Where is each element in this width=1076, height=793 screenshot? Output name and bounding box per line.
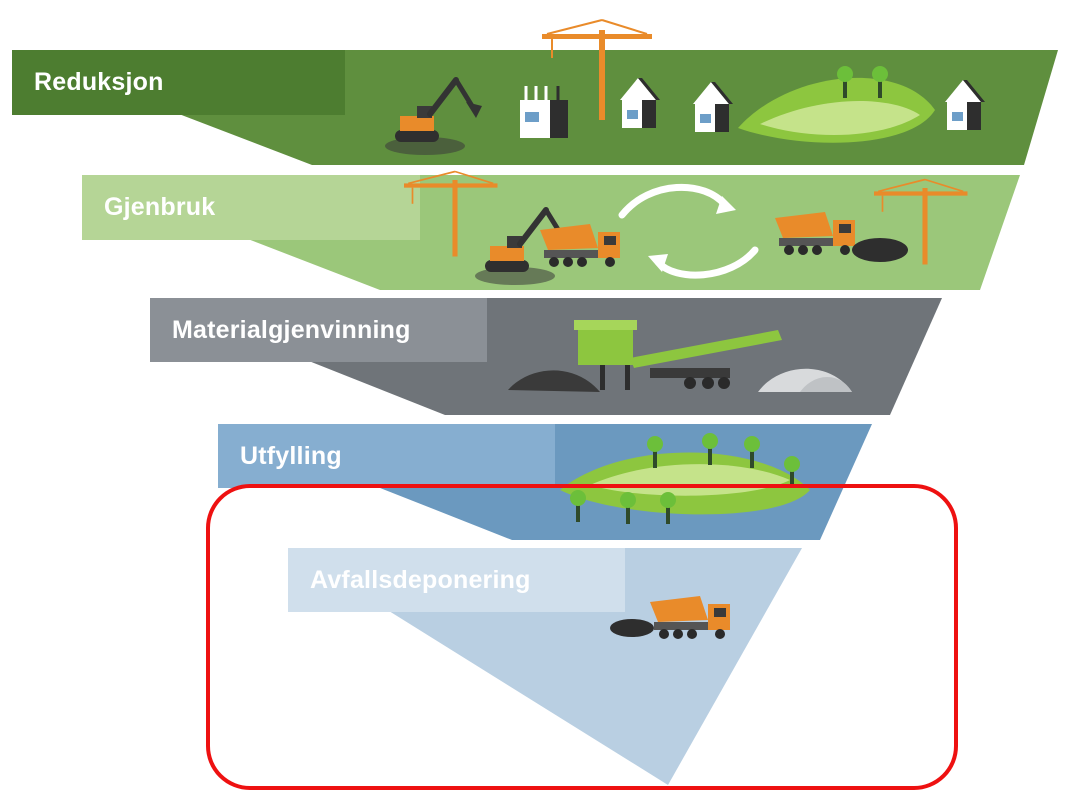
highlight-frame [206,484,958,790]
tier-label-text: Avfallsdeponering [310,565,531,594]
tier-label-shape-reduksjon [12,50,345,115]
materialgjenvinning-scene [508,320,852,392]
tier-label-shape-utfylling [218,424,555,488]
reduksjon-scene [385,19,985,155]
gjenbruk-scene [403,170,969,286]
tier-label-text: Gjenbruk [104,193,216,221]
material-pile-icon [508,370,600,392]
tier-label-text: Utfylling [240,441,342,470]
tier-label-shape-materialgjenvinning [150,298,487,362]
building-frame-icon [520,86,568,138]
recycle-arrows-icon [618,183,729,219]
avfallsdeponering-scene [610,596,730,639]
tier-label-text: Materialgjenvinning [172,315,411,344]
tier-label-avfallsdeponering: Avfallsdeponering [288,548,625,612]
tier-label-utfylling: Utfylling [218,424,555,488]
tier-label-reduksjon: Reduksjon [12,50,345,115]
tier-label-shape-avfallsdeponering [288,548,625,612]
tier-label-shape-gjenbruk [82,175,420,240]
tier-label-materialgjenvinning: Materialgjenvinning [150,298,487,362]
tier-label-text: Reduksjon [34,68,164,96]
crusher-conveyor-icon [574,320,782,390]
tier-label-gjenbruk: Gjenbruk [82,175,420,240]
